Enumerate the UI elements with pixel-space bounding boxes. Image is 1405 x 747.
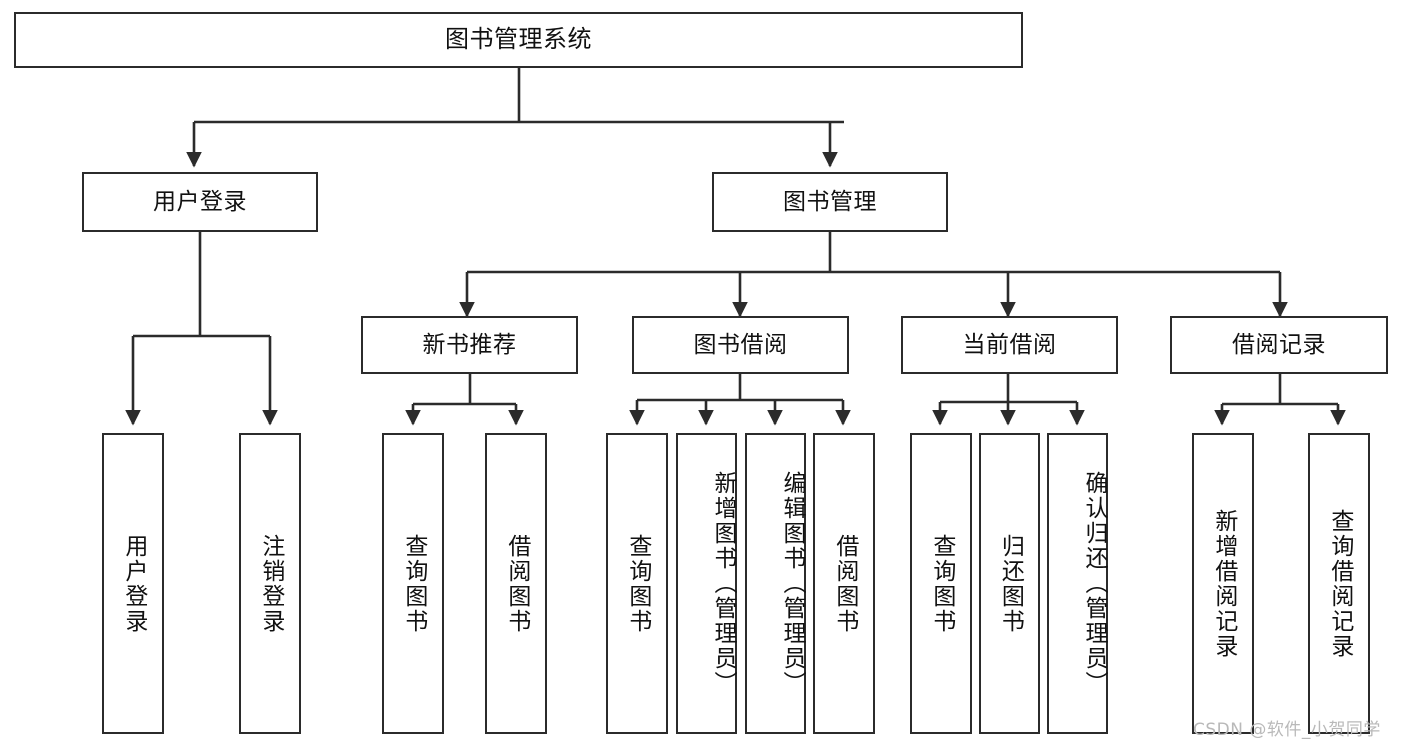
node-book-manage[interactable]: 图书管理 [712, 172, 948, 232]
node-user-login[interactable]: 用户登录 [82, 172, 318, 232]
node-leaf-borrow-book-1[interactable]: 借阅图书 [485, 433, 547, 734]
node-leaf-query-record[interactable]: 查询借阅记录 [1308, 433, 1370, 734]
node-borrow-record[interactable]: 借阅记录 [1170, 316, 1388, 374]
node-leaf-user-login[interactable]: 用户登录 [102, 433, 164, 734]
node-leaf-edit-book[interactable]: 编辑图书（管理员） [745, 433, 806, 734]
node-leaf-add-record[interactable]: 新增借阅记录 [1192, 433, 1254, 734]
node-leaf-query-book-3[interactable]: 查询图书 [910, 433, 972, 734]
node-leaf-confirm-return[interactable]: 确认归还（管理员） [1047, 433, 1108, 734]
node-new-book-recommend[interactable]: 新书推荐 [361, 316, 578, 374]
node-leaf-add-book[interactable]: 新增图书（管理员） [676, 433, 737, 734]
node-leaf-return-book[interactable]: 归还图书 [979, 433, 1040, 734]
node-book-borrow[interactable]: 图书借阅 [632, 316, 849, 374]
node-leaf-query-book-2[interactable]: 查询图书 [606, 433, 668, 734]
csdn-watermark: CSDN @软件_小贺同学 [1193, 720, 1381, 740]
node-leaf-user-logout[interactable]: 注销登录 [239, 433, 301, 734]
node-leaf-borrow-book-2[interactable]: 借阅图书 [813, 433, 875, 734]
node-root[interactable]: 图书管理系统 [14, 12, 1023, 68]
node-leaf-query-book-1[interactable]: 查询图书 [382, 433, 444, 734]
node-current-borrow[interactable]: 当前借阅 [901, 316, 1118, 374]
